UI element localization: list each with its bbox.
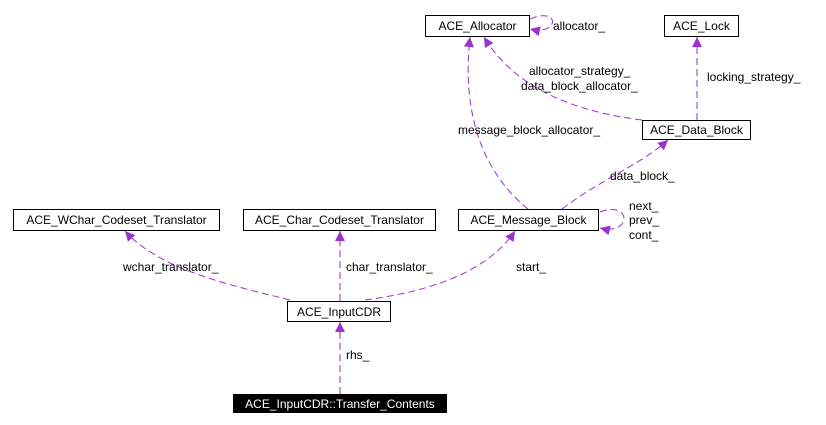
- node-ace-message-block[interactable]: ACE_Message_Block: [458, 209, 599, 231]
- edge-message-block-to-data-block: [561, 139, 669, 210]
- node-ace-wchar-codeset-translator[interactable]: ACE_WChar_Codeset_Translator: [13, 209, 220, 231]
- node-ace-char-codeset-translator-label: ACE_Char_Codeset_Translator: [255, 213, 424, 227]
- node-ace-message-block-box: [458, 209, 599, 231]
- label-allocator-self: allocator_: [553, 19, 605, 33]
- edge-message-block-self: [599, 209, 625, 236]
- node-ace-allocator-label: ACE_Allocator: [438, 19, 516, 33]
- node-ace-lock-label: ACE_Lock: [673, 19, 731, 33]
- node-ace-inputcdr-box: [287, 301, 391, 322]
- node-ace-allocator-box: [425, 15, 530, 37]
- edge-inputcdr-to-wchar: [124, 230, 291, 301]
- node-ace-data-block[interactable]: ACE_Data_Block: [642, 120, 751, 140]
- label-data-block-allocator: data_block_allocator_: [521, 79, 638, 93]
- node-ace-inputcdr[interactable]: ACE_InputCDR: [287, 301, 391, 322]
- label-allocator-strategy: allocator_strategy_: [529, 64, 631, 78]
- edge-data-block-to-allocator: [483, 36, 643, 121]
- label-data-block: data_block_: [610, 169, 675, 183]
- node-ace-char-codeset-translator[interactable]: ACE_Char_Codeset_Translator: [243, 209, 436, 231]
- label-cont: cont_: [629, 228, 659, 242]
- node-ace-inputcdr-transfer-contents-box: [233, 394, 447, 413]
- label-start: start_: [516, 260, 546, 274]
- node-ace-wchar-codeset-translator-box: [13, 209, 220, 231]
- label-char-translator: char_translator_: [346, 260, 433, 274]
- edge-labels: allocator_ allocator_strategy_ data_bloc…: [122, 19, 801, 362]
- edge-message-block-to-allocator: [463, 36, 529, 210]
- node-ace-inputcdr-transfer-contents[interactable]: ACE_InputCDR::Transfer_Contents: [233, 394, 447, 413]
- label-prev: prev_: [629, 213, 659, 227]
- node-ace-allocator[interactable]: ACE_Allocator: [425, 15, 530, 37]
- nodes: ACE_Allocator ACE_Lock ACE_Data_Block AC…: [13, 15, 751, 413]
- label-message-block-allocator: message_block_allocator_: [458, 123, 600, 137]
- node-ace-data-block-box: [642, 120, 751, 140]
- node-ace-inputcdr-label: ACE_InputCDR: [297, 305, 381, 319]
- node-ace-data-block-label: ACE_Data_Block: [650, 123, 744, 137]
- edge-inputcdr-to-message-block: [364, 230, 516, 301]
- node-ace-message-block-label: ACE_Message_Block: [470, 213, 587, 227]
- label-wchar-translator: wchar_translator_: [122, 260, 219, 274]
- node-ace-inputcdr-transfer-contents-label: ACE_InputCDR::Transfer_Contents: [245, 397, 435, 411]
- node-ace-char-codeset-translator-box: [243, 209, 436, 231]
- node-ace-lock[interactable]: ACE_Lock: [664, 15, 739, 37]
- edges: [124, 15, 702, 394]
- label-locking-strategy: locking_strategy_: [707, 70, 801, 84]
- node-ace-wchar-codeset-translator-label: ACE_WChar_Codeset_Translator: [26, 213, 206, 227]
- edge-allocator-self: [529, 15, 553, 37]
- label-next: next_: [629, 199, 659, 213]
- label-rhs: rhs_: [346, 348, 370, 362]
- node-ace-lock-box: [664, 15, 739, 37]
